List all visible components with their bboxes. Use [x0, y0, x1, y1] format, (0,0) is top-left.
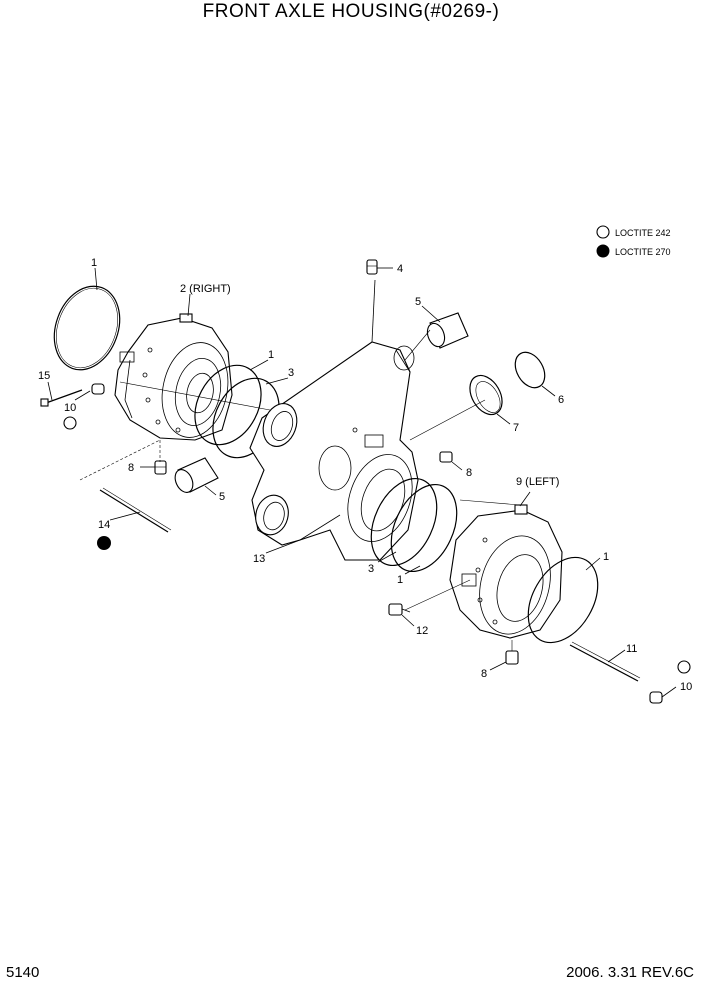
seal-ring-left	[370, 477, 438, 567]
revision-date: 2006. 3.31 REV.6C	[566, 964, 694, 981]
callout-1-left-outer: 1	[603, 551, 609, 563]
loctite-270-marker-14	[97, 536, 111, 550]
callout-9-left: 9 (LEFT)	[516, 476, 559, 488]
callout-10-right: 10	[64, 402, 76, 414]
page-title: FRONT AXLE HOUSING(#0269-)	[202, 1, 500, 22]
o-ring-right-outer	[53, 285, 121, 371]
axle-housing-13	[249, 279, 419, 561]
callout-3-right: 3	[288, 367, 294, 379]
callout-14: 14	[98, 519, 110, 531]
plug-8-middle	[439, 451, 453, 463]
bolt-15	[40, 389, 83, 407]
callout-8-lower: 8	[481, 668, 487, 680]
stud-11	[569, 641, 641, 682]
carrier-housing-left	[449, 504, 563, 639]
callout-11: 11	[626, 643, 637, 655]
plug-10-left	[649, 691, 663, 704]
loctite-242-marker-10-right	[63, 416, 77, 430]
callout-12: 12	[416, 625, 428, 637]
callout-4: 4	[397, 263, 403, 275]
loctite-242-marker-10-left	[677, 660, 691, 674]
bushing-5-upper	[426, 312, 469, 349]
loctite-242-symbol	[596, 225, 610, 239]
callout-5-upper: 5	[415, 296, 421, 308]
o-ring-left-inner	[390, 483, 458, 573]
callout-labels: 1 2 (RIGHT) 4 5 15 10 1 3 6 7 8 5 8 9 (L…	[38, 257, 692, 693]
legend: LOCTITE 242 LOCTITE 270	[596, 225, 671, 258]
callout-13: 13	[253, 553, 265, 565]
callout-1-left-inner: 1	[397, 574, 403, 586]
callout-3-left: 3	[368, 563, 374, 575]
stud-14	[99, 487, 172, 533]
snap-ring-6	[514, 351, 546, 389]
callout-5-lower: 5	[219, 491, 225, 503]
legend-label-loctite-270: LOCTITE 270	[615, 247, 671, 257]
page-number: 5140	[6, 964, 40, 981]
carrier-housing-right	[114, 313, 233, 441]
o-ring-left-outer	[527, 556, 599, 644]
callout-8-middle: 8	[466, 467, 472, 479]
plug-8-right	[154, 460, 167, 475]
callout-10-left: 10	[680, 681, 692, 693]
bushing-5-lower	[174, 457, 219, 493]
callout-8-right: 8	[128, 462, 134, 474]
o-ring-right-inner	[194, 364, 262, 446]
loctite-270-symbol	[596, 244, 610, 258]
callout-2-right: 2 (RIGHT)	[180, 283, 231, 295]
callout-7: 7	[513, 422, 519, 434]
plug-10-right	[91, 383, 105, 395]
fitting-12	[388, 603, 411, 616]
ring-7	[469, 374, 503, 416]
callout-15: 15	[38, 370, 50, 382]
callout-6: 6	[558, 394, 564, 406]
callout-1-right-inner: 1	[268, 349, 274, 361]
breather-4	[366, 259, 378, 275]
callout-1-right-outer: 1	[91, 257, 97, 269]
leader-lines	[47, 267, 677, 698]
plug-8-lower	[505, 650, 519, 665]
legend-label-loctite-242: LOCTITE 242	[615, 228, 671, 238]
